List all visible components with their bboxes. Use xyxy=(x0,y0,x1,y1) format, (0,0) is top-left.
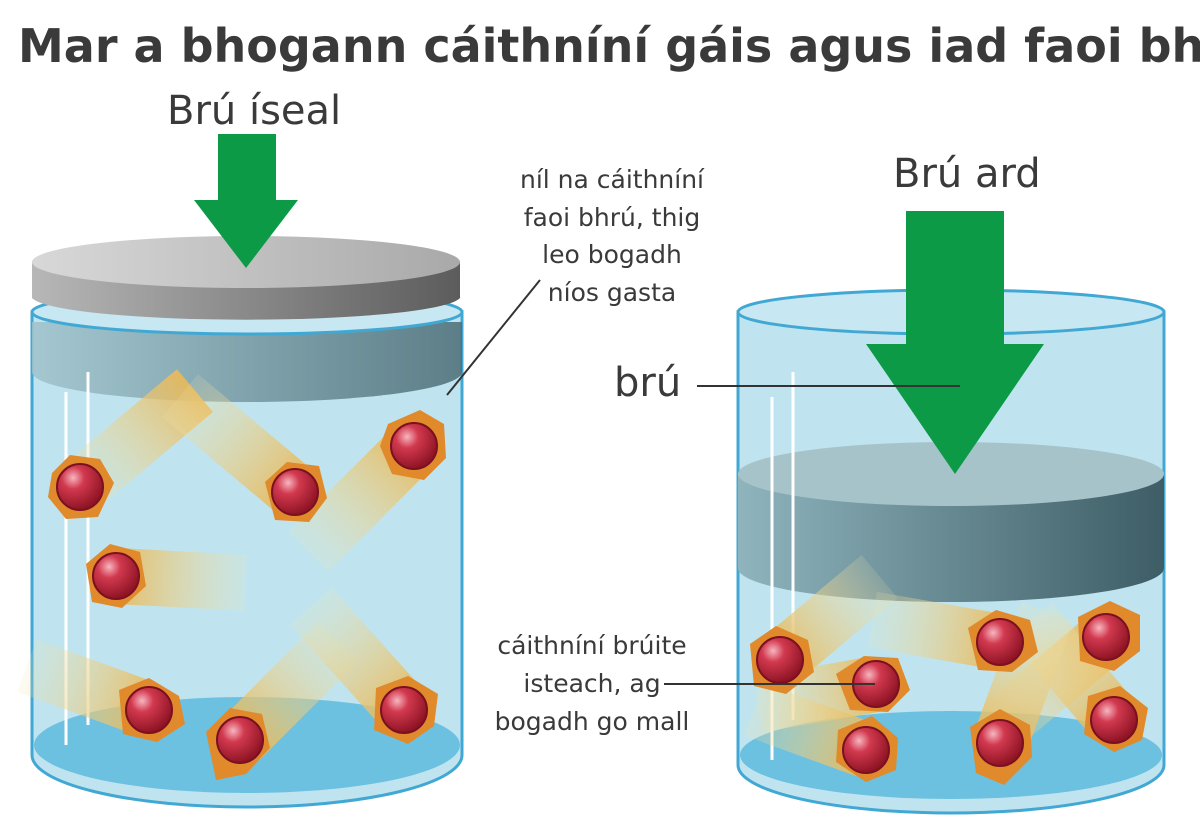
left-annotation-line-2: faoi bhrú, thig xyxy=(524,203,701,232)
right-annotation-line-2: isteach, ag xyxy=(523,669,660,698)
pressure-callout-label: brú xyxy=(614,360,681,406)
left-annotation-leader xyxy=(446,279,541,396)
right-annotation: cáithníní brúite isteach, ag bogadh go m… xyxy=(495,631,875,736)
left-particles xyxy=(48,410,446,780)
right-annotation-line-3: bogadh go mall xyxy=(495,707,690,736)
right-particles xyxy=(750,601,1148,785)
left-annotation-line-3: leo bogadh xyxy=(542,240,682,269)
right-pressure-label: Brú ard xyxy=(893,151,1041,197)
left-pressure-label: Brú íseal xyxy=(167,88,341,134)
left-annotation-line-1: níl na cáithníní xyxy=(520,165,705,194)
right-pressure-arrow xyxy=(866,211,1044,474)
left-annotation: níl na cáithníní faoi bhrú, thig leo bog… xyxy=(446,165,705,396)
left-pressure-arrow xyxy=(194,134,298,268)
diagram-title: Mar a bhogann cáithníní gáis agus iad fa… xyxy=(18,19,1200,73)
right-annotation-line-1: cáithníní brúite xyxy=(497,631,686,660)
left-annotation-line-4: níos gasta xyxy=(548,278,676,307)
